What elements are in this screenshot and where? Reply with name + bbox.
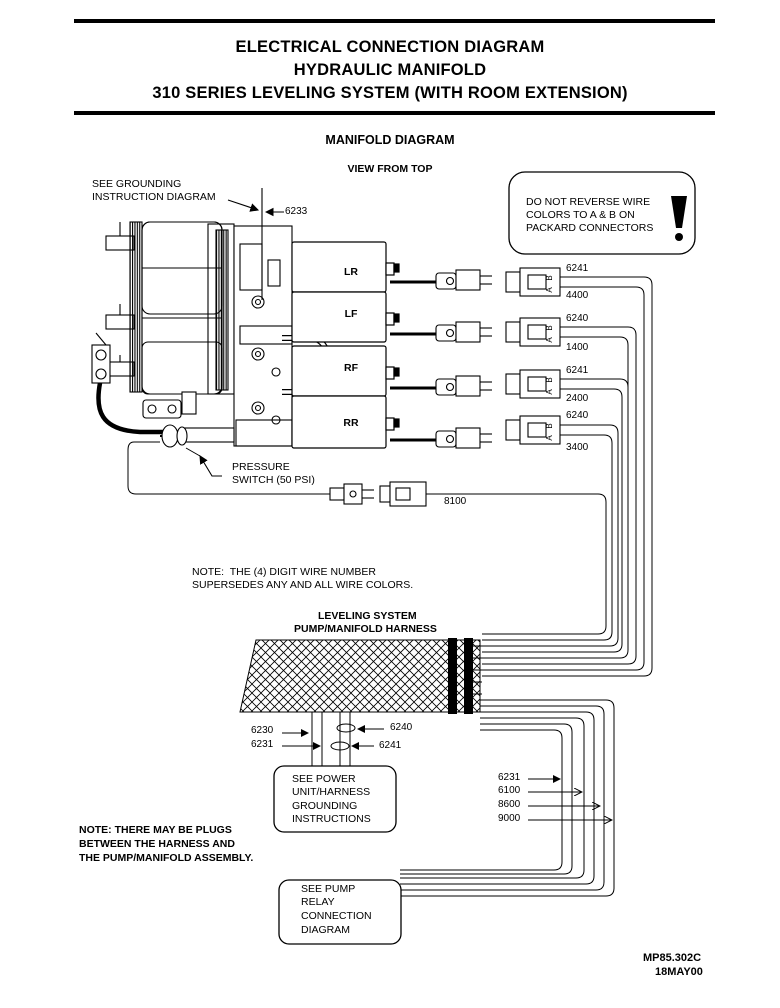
wire-6241-power: 6241 xyxy=(379,740,402,751)
power-box-line-1: SEE POWER xyxy=(292,773,356,785)
pressure-switch-connector xyxy=(329,481,427,507)
ground-wire xyxy=(199,188,284,477)
wire-6100: 6100 xyxy=(498,785,521,796)
valve-label-lf: LF xyxy=(345,308,358,320)
wire-6233: 6233 xyxy=(285,206,308,217)
harness-wires xyxy=(127,276,653,677)
connector-pin-labels: B A B A B A B A xyxy=(545,275,554,440)
wire-6231-relay: 6231 xyxy=(498,772,521,783)
plugs-note-2: BETWEEN THE HARNESS AND xyxy=(79,838,235,850)
doc-date: 18MAY00 xyxy=(655,966,703,978)
wire-6230: 6230 xyxy=(251,725,274,736)
power-box-line-2: UNIT/HARNESS xyxy=(292,786,371,798)
valve-label-rf: RF xyxy=(344,362,359,374)
svg-text:B: B xyxy=(545,377,554,382)
wire-number-arrows xyxy=(282,725,612,820)
top-rule xyxy=(74,19,715,23)
power-box-line-4: INSTRUCTIONS xyxy=(292,813,371,825)
harness-body xyxy=(239,638,482,714)
valve-leads xyxy=(390,269,492,449)
grounding-callout-1: SEE GROUNDING xyxy=(92,178,182,190)
svg-text:B: B xyxy=(545,423,554,428)
wire-lr-top: 6241 xyxy=(566,263,589,274)
harness-label-1: LEVELING SYSTEM xyxy=(318,610,417,622)
svg-text:A: A xyxy=(545,337,554,343)
svg-text:A: A xyxy=(545,435,554,441)
svg-text:B: B xyxy=(545,325,554,330)
plugs-note-3: THE PUMP/MANIFOLD ASSEMBLY. xyxy=(79,852,254,864)
title-line-3: 310 SERIES LEVELING SYSTEM (WITH ROOM EX… xyxy=(152,84,628,102)
wire-lf-top: 6240 xyxy=(566,313,589,324)
relay-box-line-4: DIAGRAM xyxy=(301,924,351,936)
packard-connectors xyxy=(505,267,561,445)
note-wire-line-1: NOTE: THE (4) DIGIT WIRE NUMBER xyxy=(192,566,376,578)
harness-label-2: PUMP/MANIFOLD HARNESS xyxy=(294,623,437,635)
relay-diagram-box xyxy=(278,879,402,945)
warning-line-1: DO NOT REVERSE WIRE xyxy=(526,196,651,208)
section-title: MANIFOLD DIAGRAM xyxy=(325,133,455,147)
view-label: VIEW FROM TOP xyxy=(347,163,433,175)
wire-lf-bottom: 1400 xyxy=(566,342,589,353)
wire-6240-power: 6240 xyxy=(390,722,413,733)
warning-line-3: PACKARD CONNECTORS xyxy=(526,222,654,234)
manifold-block xyxy=(160,225,333,448)
doc-number: MP85.302C xyxy=(643,952,702,964)
valve-label-lr: LR xyxy=(344,266,358,278)
wire-rr-top: 6240 xyxy=(566,410,589,421)
grounding-callout-2: INSTRUCTION DIAGRAM xyxy=(92,191,216,203)
svg-text:A: A xyxy=(545,389,554,395)
pressure-switch-line-2: SWITCH (50 PSI) xyxy=(232,474,315,486)
relay-box-line-3: CONNECTION xyxy=(301,910,372,922)
wire-6231-power: 6231 xyxy=(251,739,274,750)
wire-rr-bottom: 3400 xyxy=(566,442,589,453)
relay-box-line-1: SEE PUMP xyxy=(301,883,356,895)
wire-rf-top: 6241 xyxy=(566,365,589,376)
warning-line-2: COLORS TO A & B ON xyxy=(526,209,635,221)
exclamation-icon xyxy=(671,196,687,241)
warning-box xyxy=(508,171,696,255)
wire-8600: 8600 xyxy=(498,799,521,810)
plugs-note-1: NOTE: THERE MAY BE PLUGS xyxy=(79,824,232,836)
wire-lr-bottom: 4400 xyxy=(566,290,589,301)
title-line-1: ELECTRICAL CONNECTION DIAGRAM xyxy=(235,38,545,56)
svg-text:B: B xyxy=(545,275,554,280)
relay-box-line-2: RELAY xyxy=(301,896,335,908)
pump-motor-assembly xyxy=(91,221,235,435)
solenoid-valves xyxy=(291,241,400,449)
wire-9000: 9000 xyxy=(498,813,521,824)
valve-label-rr: RR xyxy=(343,417,359,429)
svg-text:A: A xyxy=(545,287,554,293)
lower-wires xyxy=(311,699,615,897)
wire-8100: 8100 xyxy=(444,496,467,507)
note-wire-line-2: SUPERSEDES ANY AND ALL WIRE COLORS. xyxy=(192,579,414,591)
wire-rf-bottom: 2400 xyxy=(566,393,589,404)
pressure-switch-line-1: PRESSURE xyxy=(232,461,290,473)
header-rule xyxy=(74,111,715,115)
title-line-2: HYDRAULIC MANIFOLD xyxy=(293,61,487,79)
power-box-line-3: GROUNDING xyxy=(292,800,358,812)
power-grounding-box xyxy=(273,765,397,833)
